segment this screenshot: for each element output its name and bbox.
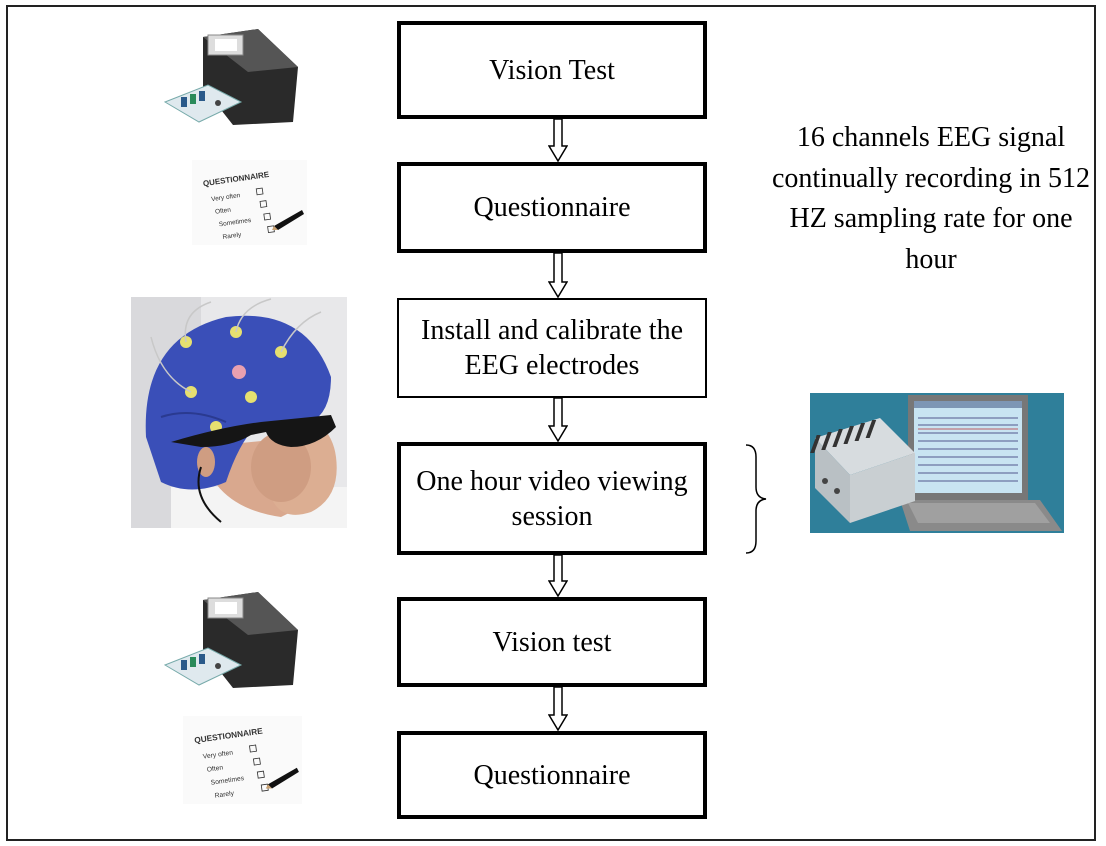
step-questionnaire: Questionnaire [397, 162, 707, 253]
step-label: One hour video viewing session [416, 465, 688, 532]
step-label: Questionnaire [473, 759, 631, 791]
step-label: Vision test [492, 626, 612, 658]
step-vision-test-2: Vision test [397, 597, 707, 687]
questionnaire-option: Very often [202, 749, 233, 760]
eeg-recorder-laptop-illustration [810, 393, 1064, 533]
step-install-calibrate: Install and calibrate the EEG electrodes [397, 298, 707, 398]
step-questionnaire-2: Questionnaire [397, 731, 707, 819]
questionnaire-sheet-illustration: QUESTIONNAIRE Very often Often Sometimes… [192, 160, 307, 245]
questionnaire-option: Sometimes [210, 775, 245, 787]
down-arrow-icon [548, 119, 568, 162]
down-arrow-icon [548, 687, 568, 731]
recording-note: 16 channels EEG signal continually recor… [771, 122, 1091, 275]
questionnaire-option: Often [206, 764, 224, 773]
down-arrow-icon [548, 253, 568, 298]
curly-brace [745, 444, 767, 554]
step-video-session: One hour video viewing session [397, 442, 707, 555]
vision-tester-illustration [163, 29, 298, 125]
down-arrow-icon [548, 398, 568, 442]
step-label: Install and calibrate the EEG electrodes [421, 315, 683, 381]
step-label: Vision Test [489, 54, 615, 86]
questionnaire-option: Sometimes [218, 217, 252, 229]
step-label: Questionnaire [473, 192, 631, 223]
questionnaire-option: Often [215, 207, 232, 216]
questionnaire-option: Rarely [214, 790, 235, 800]
questionnaire-option: Rarely [222, 231, 242, 241]
questionnaire-sheet-illustration: QUESTIONNAIRE Very often Often Sometimes… [182, 716, 303, 804]
eeg-cap-photo [131, 297, 347, 528]
step-vision-test: Vision Test [397, 21, 707, 119]
vision-tester-illustration [163, 592, 298, 688]
down-arrow-icon [548, 555, 568, 597]
questionnaire-option: Very often [211, 192, 241, 203]
